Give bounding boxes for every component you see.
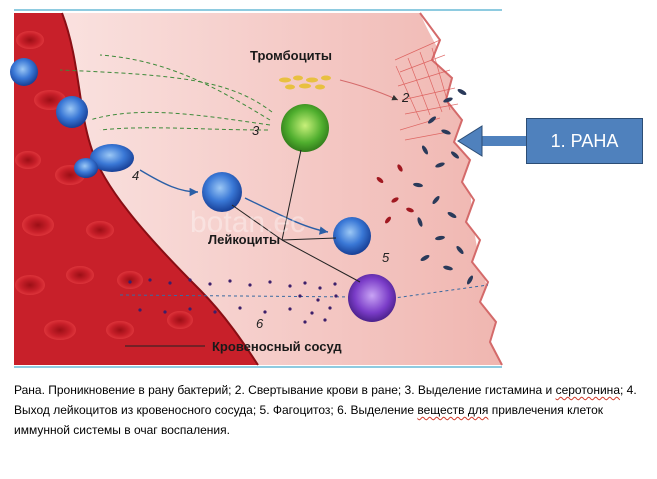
red-blood-cell [16, 31, 44, 49]
leukocyte-emigrating [74, 158, 98, 178]
leukocyte [56, 96, 88, 128]
wound-callout-label: 1. РАНА [550, 130, 619, 151]
clotting-arrow [339, 79, 399, 101]
red-blood-cell [66, 266, 94, 284]
leader-lines [125, 149, 361, 347]
callout-arrow [457, 125, 527, 157]
bacteria-red [376, 164, 414, 224]
leukocyte [10, 58, 38, 86]
leukocyte-emigrating [90, 144, 134, 172]
inflammation-diagram: botan.ec Тромбоциты Лейкоциты Кровеносны… [10, 9, 527, 368]
wound-edge [419, 12, 503, 366]
watermark: botan.ec [190, 206, 305, 239]
chemoattractant-dots [128, 278, 338, 324]
red-blood-cell [15, 275, 45, 295]
red-blood-cell [15, 151, 41, 169]
platelets-label: Тромбоциты [250, 48, 332, 63]
vessel-label: Кровеносный сосуд [212, 339, 342, 354]
macrophage [348, 274, 396, 322]
step-number-2: 2 [401, 90, 410, 105]
red-blood-cell [22, 214, 54, 236]
figure-caption: Рана. Проникновение в рану бактерий; 2. … [14, 380, 642, 440]
caption-part-3: привлечения клеток иммунной системы в оч… [14, 403, 604, 437]
caption-part-2: ; 4. Выход лейкоцитов из кровеносного со… [14, 383, 637, 417]
red-blood-cell [106, 321, 134, 339]
red-blood-cell [86, 221, 114, 239]
histamine-paths [59, 54, 273, 131]
caption-underlined-2: веществ для [417, 403, 489, 417]
leukocytes [10, 58, 371, 255]
red-blood-cell [44, 320, 76, 340]
step-number-4: 4 [132, 168, 139, 183]
migration-arrow [139, 169, 199, 197]
platelet-releasing-cell [281, 104, 329, 152]
step-number-3: 3 [252, 123, 260, 138]
red-blood-cell [167, 311, 193, 329]
leukocytes-label: Лейкоциты [208, 232, 280, 247]
signal-paths [119, 284, 489, 301]
wound-opening [420, 13, 502, 365]
red-blood-cell [117, 271, 143, 289]
wound-callout-box: 1. РАНА [526, 118, 643, 164]
step-number-5: 5 [382, 250, 390, 265]
migration-arrow [244, 197, 329, 235]
leukocyte [333, 217, 371, 255]
platelets-cluster [279, 75, 331, 90]
caption-part-1: Рана. Проникновение в рану бактерий; 2. … [14, 383, 556, 397]
bacteria [413, 88, 474, 285]
caption-underlined-1: серотонина [555, 383, 620, 397]
leukocyte [202, 172, 242, 212]
vessel-wall [61, 12, 259, 366]
step-number-6: 6 [256, 316, 264, 331]
